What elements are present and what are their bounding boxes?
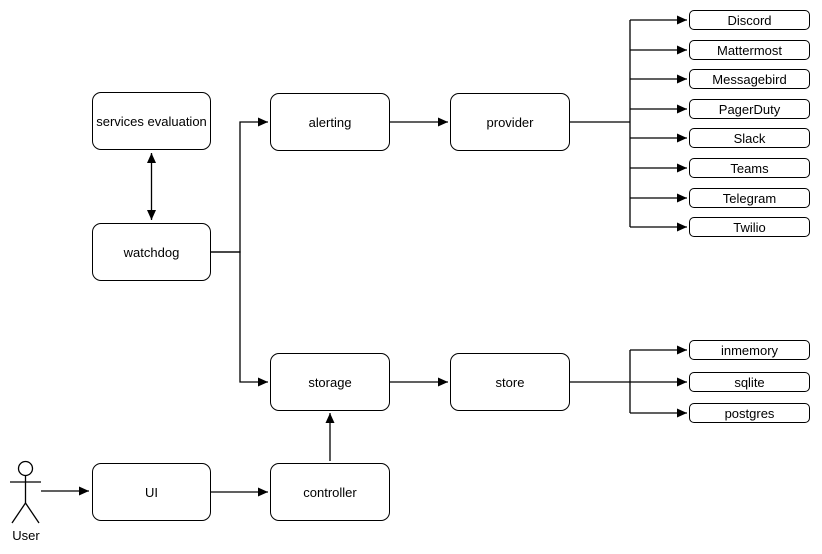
node-discord-label: Discord bbox=[727, 12, 772, 28]
node-sqlite-label: sqlite bbox=[734, 374, 765, 390]
node-teams-label: Teams bbox=[730, 160, 769, 176]
node-slack: Slack bbox=[689, 128, 810, 148]
edge-store-fanout-trunk bbox=[570, 350, 631, 413]
node-mattermost-label: Mattermost bbox=[716, 42, 782, 58]
edge-provider-fanout-trunk bbox=[570, 20, 631, 227]
node-twilio: Twilio bbox=[689, 217, 810, 237]
edge-watchdog-alerting bbox=[211, 117, 268, 253]
node-messagebird: Messagebird bbox=[689, 69, 810, 89]
node-storage: storage bbox=[270, 353, 390, 411]
node-alerting-label: alerting bbox=[308, 114, 352, 130]
node-messagebird-label: Messagebird bbox=[712, 71, 787, 87]
edge-watchdog-storage bbox=[211, 251, 268, 387]
node-ui: UI bbox=[92, 463, 211, 521]
node-watchdog: watchdog bbox=[92, 223, 211, 281]
node-slack-label: Slack bbox=[733, 130, 766, 146]
node-store: store bbox=[450, 353, 570, 411]
node-pagerduty: PagerDuty bbox=[689, 99, 810, 119]
node-services-evaluation-label: services evaluation bbox=[96, 113, 207, 129]
user-actor-icon bbox=[10, 460, 41, 524]
node-teams: Teams bbox=[689, 158, 810, 178]
node-postgres: postgres bbox=[689, 403, 810, 423]
node-inmemory-label: inmemory bbox=[720, 342, 779, 358]
node-alerting: alerting bbox=[270, 93, 390, 151]
user-actor-label: User bbox=[12, 528, 40, 543]
node-postgres-label: postgres bbox=[724, 405, 775, 421]
node-store-label: store bbox=[495, 374, 525, 390]
node-telegram: Telegram bbox=[689, 188, 810, 208]
node-ui-label: UI bbox=[145, 484, 158, 500]
node-telegram-label: Telegram bbox=[722, 190, 777, 206]
node-mattermost: Mattermost bbox=[689, 40, 810, 60]
node-controller-label: controller bbox=[303, 484, 357, 500]
node-services-evaluation: services evaluation bbox=[92, 92, 211, 150]
node-storage-label: storage bbox=[308, 374, 352, 390]
node-pagerduty-label: PagerDuty bbox=[718, 101, 781, 117]
node-provider: provider bbox=[450, 93, 570, 151]
node-discord: Discord bbox=[689, 10, 810, 30]
node-sqlite: sqlite bbox=[689, 372, 810, 392]
node-twilio-label: Twilio bbox=[733, 219, 766, 235]
node-provider-label: provider bbox=[486, 114, 534, 130]
node-inmemory: inmemory bbox=[689, 340, 810, 360]
node-controller: controller bbox=[270, 463, 390, 521]
node-watchdog-label: watchdog bbox=[123, 244, 180, 260]
